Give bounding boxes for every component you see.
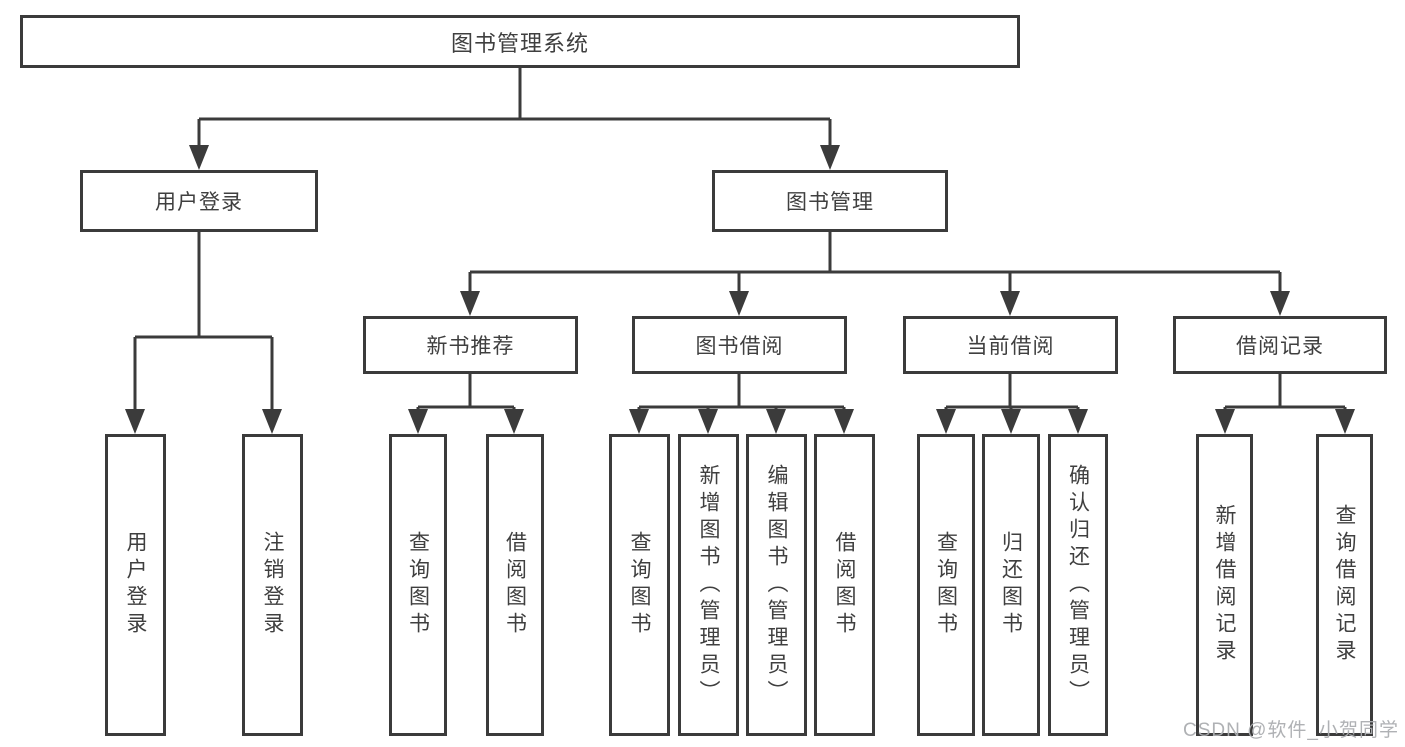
- leaf-current-return-books-label: 归还图书: [999, 531, 1023, 639]
- leaf-current-query-books-label: 查询图书: [934, 531, 958, 639]
- leaf-logout: 注销登录: [242, 434, 303, 736]
- leaf-borrowing-edit-books-admin-label: 编辑图书（管理员）: [765, 463, 788, 707]
- leaf-user-login: 用户登录: [105, 434, 166, 736]
- leaf-records-add-record: 新增借阅记录: [1196, 434, 1253, 736]
- leaf-records-query-record-label: 查询借阅记录: [1333, 504, 1356, 666]
- node-current-borrowing: 当前借阅: [903, 316, 1118, 374]
- leaf-borrowing-add-books-admin-label: 新增图书（管理员）: [697, 463, 720, 707]
- node-new-book-recommend-label: 新书推荐: [426, 335, 515, 358]
- leaf-newbooks-borrow-books-label: 借阅图书: [503, 531, 527, 639]
- leaf-current-confirm-return-admin: 确认归还（管理员）: [1048, 434, 1108, 736]
- node-root-label: 图书管理系统: [450, 30, 589, 56]
- node-book-borrowing: 图书借阅: [632, 316, 847, 374]
- leaf-current-confirm-return-admin-label: 确认归还（管理员）: [1066, 463, 1090, 707]
- node-root: 图书管理系统: [20, 15, 1020, 68]
- leaf-borrowing-query-books: 查询图书: [609, 434, 670, 736]
- node-book-management: 图书管理: [712, 170, 948, 232]
- leaf-newbooks-query-books-label: 查询图书: [406, 531, 430, 639]
- node-current-borrowing-label: 当前借阅: [966, 335, 1055, 358]
- leaf-borrowing-borrow-books: 借阅图书: [814, 434, 875, 736]
- leaf-records-query-record: 查询借阅记录: [1316, 434, 1373, 736]
- node-user-login-label: 用户登录: [155, 191, 243, 214]
- leaf-borrowing-add-books-admin: 新增图书（管理员）: [678, 434, 739, 736]
- node-new-book-recommend: 新书推荐: [363, 316, 578, 374]
- node-book-borrowing-label: 图书借阅: [695, 335, 784, 358]
- node-borrow-records: 借阅记录: [1173, 316, 1387, 374]
- node-book-management-label: 图书管理: [786, 191, 874, 214]
- leaf-user-login-label: 用户登录: [124, 531, 147, 639]
- leaf-logout-label: 注销登录: [261, 531, 284, 639]
- leaf-borrowing-borrow-books-label: 借阅图书: [833, 531, 856, 639]
- watermark: CSDN @软件_小贺同学: [1183, 720, 1399, 741]
- leaf-newbooks-query-books: 查询图书: [389, 434, 447, 736]
- leaf-current-return-books: 归还图书: [982, 434, 1040, 736]
- leaf-borrowing-query-books-label: 查询图书: [628, 531, 651, 639]
- node-borrow-records-label: 借阅记录: [1236, 335, 1324, 358]
- leaf-borrowing-edit-books-admin: 编辑图书（管理员）: [746, 434, 807, 736]
- leaf-newbooks-borrow-books: 借阅图书: [486, 434, 544, 736]
- node-user-login: 用户登录: [80, 170, 318, 232]
- leaf-records-add-record-label: 新增借阅记录: [1213, 504, 1236, 666]
- leaf-current-query-books: 查询图书: [917, 434, 975, 736]
